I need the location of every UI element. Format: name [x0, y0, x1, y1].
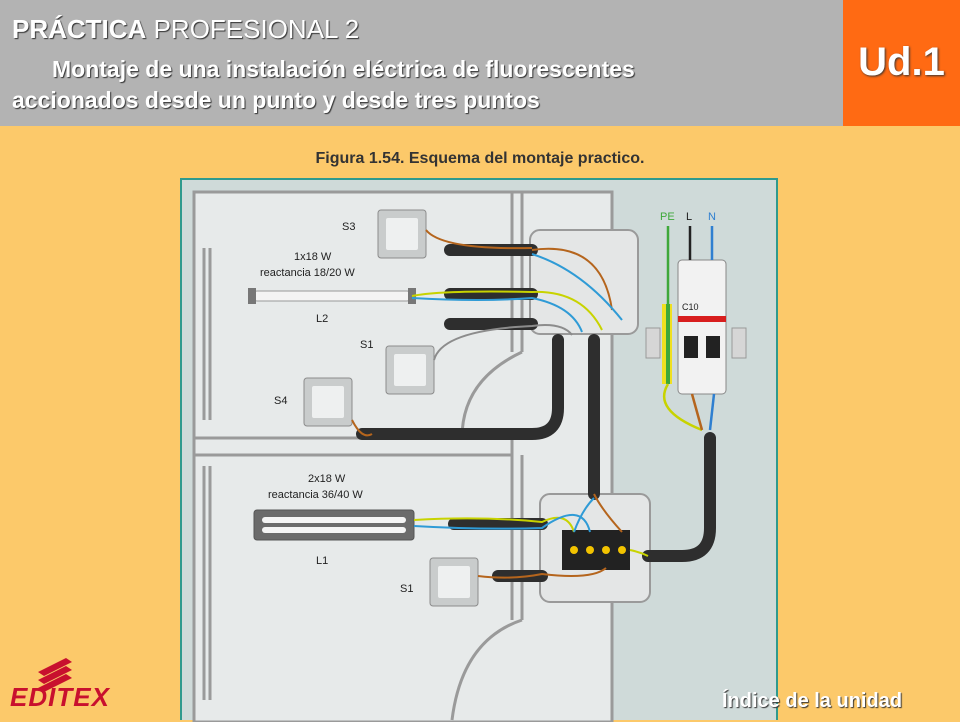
subtitle-line-2: accionados desde un punto y desde tres p… [12, 87, 540, 113]
label-l: L [686, 211, 692, 223]
unit-index-link[interactable]: Índice de la unidad [722, 690, 903, 712]
label-s4: S4 [274, 395, 287, 407]
figure-caption: Figura 1.54. Esquema del montaje practic… [315, 150, 645, 167]
page-subtitle: Montaje de una instalación eléctrica de … [12, 54, 832, 116]
editex-logo-icon [38, 658, 72, 692]
page-title: PRÁCTICA PROFESIONAL 2 [12, 14, 359, 45]
label-pe: PE [660, 211, 675, 223]
logo-text: EDITEX [10, 682, 110, 712]
switch-s1-bottom [429, 557, 479, 607]
subtitle-line-1: Montaje de una instalación eléctrica de … [52, 56, 635, 82]
supply-wires [662, 226, 716, 432]
label-lamp-bottom-spec2: reactancia 36/40 W [268, 489, 363, 501]
terminal-block [562, 530, 630, 570]
label-s1-bottom: S1 [400, 583, 413, 595]
unit-badge: Ud.1 [843, 0, 960, 126]
unit-label: Ud.1 [858, 40, 945, 84]
wiring-top [351, 229, 623, 437]
label-s1-top: S1 [360, 339, 373, 351]
label-s3: S3 [342, 221, 355, 233]
title-bold: PRÁCTICA [12, 14, 147, 44]
switch-s1-top [385, 345, 435, 395]
title-rest: PROFESIONAL 2 [153, 14, 360, 44]
label-n: N [708, 211, 716, 223]
label-lamp-top-spec2: reactancia 18/20 W [260, 267, 355, 279]
switch-s4 [303, 377, 353, 427]
wiring-bottom [413, 493, 649, 579]
circuit-breaker [645, 259, 747, 395]
switch-s3 [377, 209, 427, 259]
wiring-diagram-svg: S3 1x18 W reactancia 18/20 W L2 S1 S4 2x… [192, 190, 747, 722]
label-lamp-bottom-spec1: 2x18 W [308, 473, 346, 485]
lamp-l1 [253, 509, 415, 541]
label-l2: L2 [316, 313, 328, 325]
label-lamp-top-spec1: 1x18 W [294, 251, 332, 263]
label-l1: L1 [316, 555, 328, 567]
wiring-diagram: S3 1x18 W reactancia 18/20 W L2 S1 S4 2x… [180, 178, 778, 722]
header-bar: PRÁCTICA PROFESIONAL 2 Montaje de una in… [0, 0, 843, 126]
label-breaker: C10 [682, 302, 699, 312]
